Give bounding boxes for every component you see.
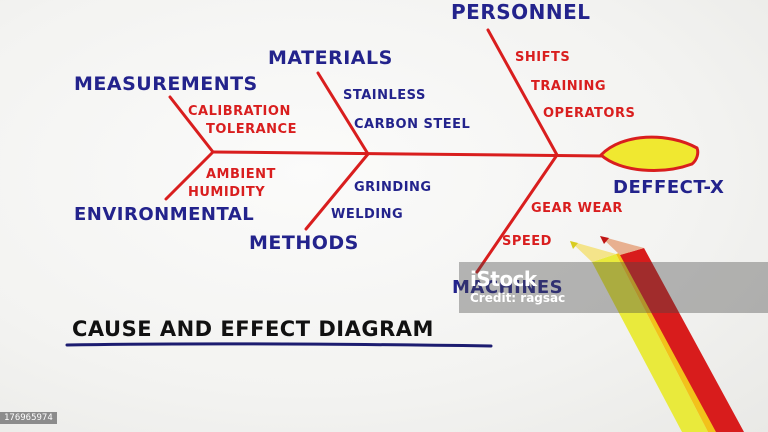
diagram-title: CAUSE AND EFFECT DIAGRAM bbox=[72, 317, 434, 341]
effect-label: DEFFECT-X bbox=[613, 177, 724, 198]
cause-tolerance: TOLERANCE bbox=[206, 122, 297, 137]
fish-head-shape bbox=[598, 135, 700, 172]
category-label-personnel: PERSONNEL bbox=[451, 0, 591, 24]
cause-grinding: GRINDING bbox=[354, 180, 432, 195]
bone-environmental bbox=[164, 150, 215, 201]
bone-measurements bbox=[168, 95, 215, 154]
category-label-environmental: ENVIRONMENTAL bbox=[74, 204, 254, 225]
bone-methods bbox=[304, 152, 370, 231]
cause-ambient: AMBIENT bbox=[206, 167, 276, 182]
cause-welding: WELDING bbox=[331, 207, 403, 222]
red-pencil bbox=[600, 236, 744, 432]
cause-gear-wear: GEAR WEAR bbox=[531, 201, 623, 216]
cause-operators: OPERATORS bbox=[543, 106, 635, 121]
cause-calibration: CALIBRATION bbox=[188, 104, 291, 119]
cause-carbon-steel: CARBON STEEL bbox=[354, 117, 470, 132]
category-label-machines: MACHINES bbox=[452, 277, 563, 298]
title-underline bbox=[65, 342, 493, 348]
cause-stainless: STAINLESS bbox=[343, 88, 426, 103]
category-label-materials: MATERIALS bbox=[268, 47, 393, 69]
cause-humidity: HUMIDITY bbox=[188, 185, 265, 200]
bone-machines bbox=[475, 153, 559, 274]
spine-line bbox=[211, 150, 606, 158]
yellow-pencil bbox=[570, 241, 708, 432]
watermark-logo: iStock bbox=[470, 267, 537, 291]
bone-materials bbox=[316, 71, 370, 156]
watermark-credit: Credit: ragsac bbox=[470, 291, 566, 305]
bone-personnel bbox=[486, 28, 559, 157]
watermark-banner: iStock Credit: ragsac bbox=[459, 262, 768, 313]
pencils bbox=[570, 236, 744, 432]
cause-shifts: SHIFTS bbox=[515, 50, 570, 65]
cause-training: TRAINING bbox=[531, 79, 606, 94]
category-label-measurements: MEASUREMENTS bbox=[74, 73, 258, 95]
cause-speed: SPEED bbox=[502, 234, 552, 249]
category-label-methods: METHODS bbox=[249, 232, 359, 254]
stock-id-badge: 176965974 bbox=[0, 412, 57, 424]
